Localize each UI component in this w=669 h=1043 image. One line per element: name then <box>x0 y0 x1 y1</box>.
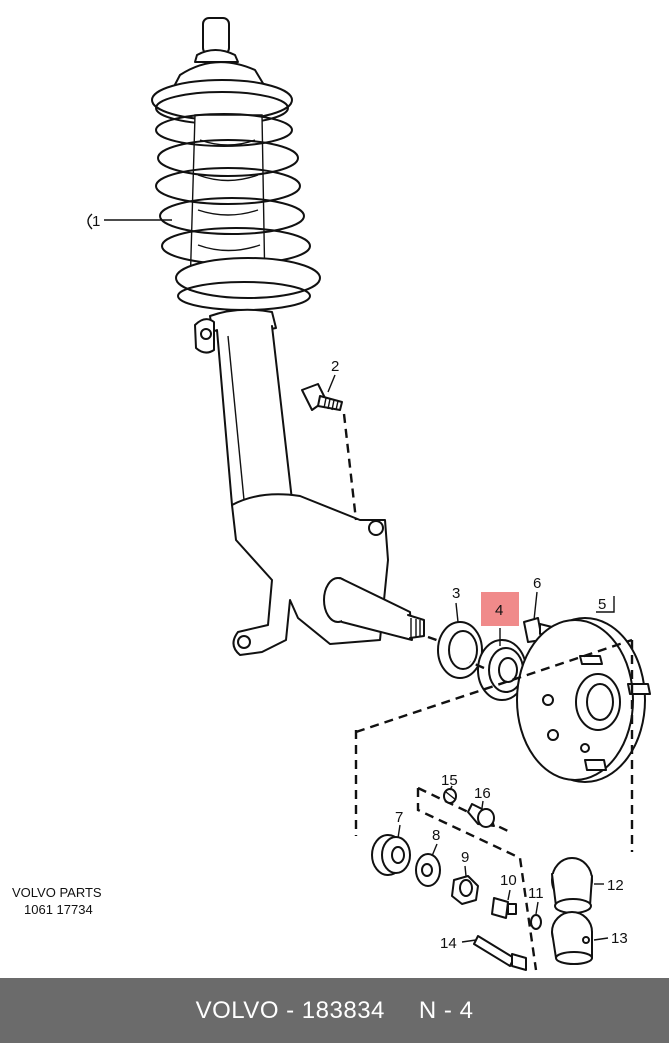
callout-labels: 1 2 3 4 5 6 7 8 9 10 11 12 13 14 15 16 <box>92 213 628 952</box>
strut-body <box>194 308 293 506</box>
part-14-bolt <box>473 935 527 971</box>
suspension-exploded-diagram: 1 2 3 4 5 6 7 8 9 10 11 12 13 14 15 16 <box>87 17 651 971</box>
callout-11: 11 <box>528 885 544 902</box>
callout-16: 16 <box>474 785 491 802</box>
callout-3: 3 <box>452 585 460 602</box>
callout-12: 12 <box>607 877 624 894</box>
part-15-screw <box>443 788 457 804</box>
callout-10: 10 <box>500 872 517 889</box>
part-7-bearing <box>371 834 411 876</box>
callout-6: 6 <box>533 575 541 592</box>
part-3-seal <box>427 621 483 679</box>
part-9-nut <box>451 875 479 905</box>
kit-group-outline <box>354 638 634 971</box>
footer-position-ref: N - 4 <box>418 996 474 1024</box>
callout-14: 14 <box>440 935 457 952</box>
callout-1: 1 <box>92 213 100 230</box>
callout-4: 4 <box>495 602 503 619</box>
strut-top-mount <box>151 17 293 125</box>
footer-bar: VOLVO - 183834 N - 4 <box>0 978 669 1043</box>
part-8-washer <box>415 853 441 887</box>
callout-15: 15 <box>441 772 458 789</box>
diagram-caption: VOLVO PARTS 1061 17734 <box>12 884 152 918</box>
leader-lines <box>87 213 615 943</box>
steering-knuckle <box>231 493 425 656</box>
part-13-cap <box>551 911 593 965</box>
part-11-ring <box>530 914 542 930</box>
part-5-hub <box>516 617 651 783</box>
callout-8: 8 <box>432 827 440 844</box>
callout-13: 13 <box>611 930 628 947</box>
part-10-plug <box>491 897 517 919</box>
coil-spring <box>155 113 321 311</box>
part-16-bushing <box>467 803 495 828</box>
part-12-cap <box>551 857 593 914</box>
callout-9: 9 <box>461 849 469 866</box>
caption-brand: VOLVO PARTS <box>12 885 102 900</box>
callout-2: 2 <box>331 358 339 375</box>
footer-part-number: VOLVO - 183834 <box>195 996 385 1024</box>
callout-5: 5 <box>598 596 606 613</box>
part-2-bolt <box>301 383 358 521</box>
caption-reference: 1061 17734 <box>24 902 93 917</box>
highlight-box-part-4 <box>481 592 519 626</box>
callout-7: 7 <box>395 809 403 826</box>
